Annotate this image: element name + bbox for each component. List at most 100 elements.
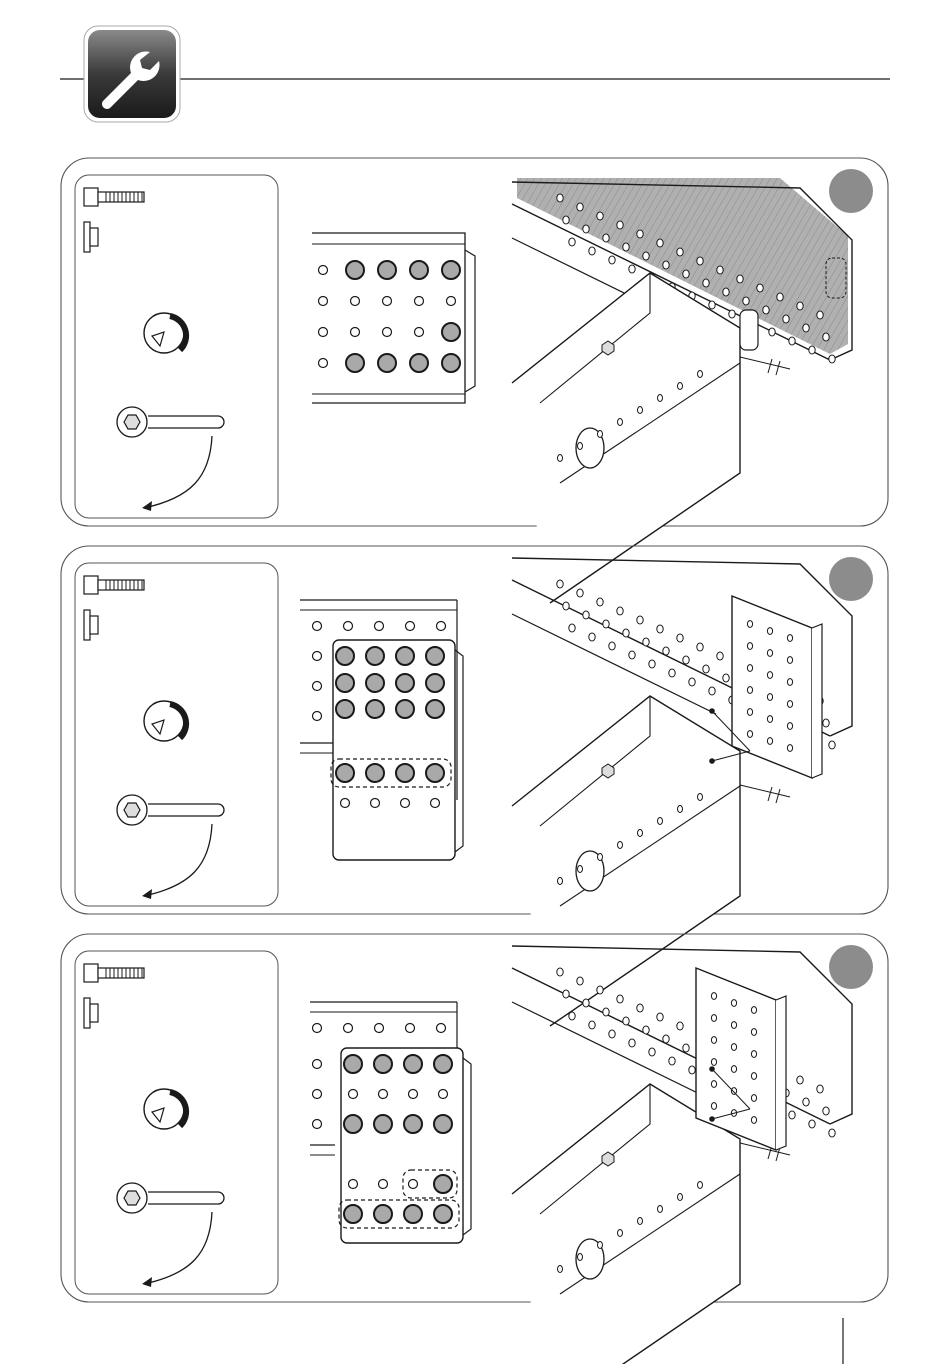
flange-nut-icon xyxy=(84,610,98,640)
bolt-head xyxy=(84,964,98,982)
tools-sidebar xyxy=(75,951,278,1294)
rail-hole xyxy=(789,1111,795,1119)
rail-hole xyxy=(577,977,583,985)
rotate-arrowhead xyxy=(152,332,164,346)
rail-hole xyxy=(709,301,715,309)
chassis-hole xyxy=(598,1242,603,1249)
bolt-head-mark xyxy=(378,261,396,279)
rail-hole xyxy=(717,652,723,660)
page-header xyxy=(60,26,890,122)
bolt-head-mark xyxy=(396,700,414,718)
chassis-hole xyxy=(698,1182,703,1189)
rail-hole xyxy=(617,995,623,1003)
rail-hole xyxy=(657,625,663,633)
empty-hole xyxy=(447,297,456,306)
bolt-head-mark xyxy=(366,647,384,665)
rail-hole xyxy=(717,266,723,274)
rail-hole xyxy=(663,647,669,655)
isometric-view xyxy=(512,178,852,603)
wrench-handle xyxy=(148,416,224,428)
bolt-head-mark xyxy=(374,1055,392,1073)
bolt-head-mark xyxy=(344,1055,362,1073)
rail-hole xyxy=(617,607,623,615)
empty-hole xyxy=(383,328,392,337)
tools-sidebar xyxy=(75,563,278,906)
chassis-hole xyxy=(638,1218,643,1225)
rail-hole xyxy=(589,247,595,255)
empty-hole xyxy=(319,297,328,306)
empty-hole xyxy=(313,622,322,631)
chassis-hole xyxy=(678,1194,683,1201)
hex-nut-icon xyxy=(124,1191,140,1205)
bracket-hole xyxy=(787,657,792,664)
rail-hole xyxy=(603,234,609,242)
rail-hole xyxy=(603,1008,609,1016)
rail-hole xyxy=(629,265,635,273)
empty-hole xyxy=(437,1024,446,1033)
rail-hole xyxy=(569,1012,575,1020)
bolt-head-mark xyxy=(336,700,354,718)
rail-hole xyxy=(637,616,643,624)
empty-hole xyxy=(313,1090,322,1099)
bracket-flange xyxy=(776,996,786,1150)
bracket-edge xyxy=(465,250,475,392)
rail-hole xyxy=(683,656,689,664)
direction-arc xyxy=(144,1212,212,1284)
nut-body xyxy=(90,616,98,634)
bolt-icon xyxy=(84,964,144,982)
bracket-hole xyxy=(731,1000,736,1007)
rail-hole xyxy=(563,602,569,610)
step-badge xyxy=(829,557,873,601)
bracket-hole xyxy=(711,1103,716,1110)
bracket-hole xyxy=(731,1022,736,1029)
bracket-hole xyxy=(747,687,752,694)
bolt-head-mark xyxy=(344,1115,362,1133)
hole-grid-detail xyxy=(300,600,463,860)
empty-hole xyxy=(375,622,384,631)
nut-flange xyxy=(84,610,90,640)
direction-arrowhead xyxy=(142,889,152,899)
empty-hole xyxy=(319,359,328,368)
bracket-hole xyxy=(767,738,772,745)
rail-hole xyxy=(597,986,603,994)
bracket-hole xyxy=(731,1066,736,1073)
bracket-hole xyxy=(767,650,772,657)
empty-hole xyxy=(437,622,446,631)
empty-hole xyxy=(379,1090,388,1099)
bolt-head-mark xyxy=(434,1115,452,1133)
bracket-hole xyxy=(751,1051,756,1058)
bracket-hole xyxy=(787,679,792,686)
empty-hole xyxy=(313,1024,322,1033)
rotate-arc xyxy=(170,316,186,350)
chassis-hole xyxy=(598,431,603,438)
empty-hole xyxy=(313,1120,322,1129)
rail-hole xyxy=(583,225,589,233)
empty-hole xyxy=(351,328,360,337)
bolt-head-mark xyxy=(442,354,460,372)
bolt-head-mark xyxy=(434,1205,452,1223)
rail-hole xyxy=(829,741,835,749)
chassis-hole xyxy=(658,1206,663,1213)
bracket-hole xyxy=(711,1059,716,1066)
hex-nut-icon xyxy=(124,415,140,429)
empty-hole xyxy=(431,799,440,808)
rail-hole xyxy=(677,1022,683,1030)
bolt-head-mark xyxy=(404,1055,422,1073)
rail-hole xyxy=(577,589,583,597)
rail-hole xyxy=(643,638,649,646)
wrench-tighten-icon xyxy=(117,795,224,899)
empty-hole xyxy=(344,1024,353,1033)
bolt-head xyxy=(84,576,98,594)
bracket-hole xyxy=(711,1015,716,1022)
rail-hole xyxy=(783,315,789,323)
flange-nut-icon xyxy=(84,998,98,1028)
bolt-head-mark xyxy=(410,261,428,279)
bracket-hole xyxy=(711,993,716,1000)
rail-hole xyxy=(697,257,703,265)
chassis-hole xyxy=(698,794,703,801)
rotate-arrowhead xyxy=(152,1108,164,1122)
bolt-head-mark xyxy=(396,674,414,692)
bolt-head-mark xyxy=(366,700,384,718)
bracket-hole xyxy=(731,1044,736,1051)
bolt-head-mark xyxy=(434,1055,452,1073)
